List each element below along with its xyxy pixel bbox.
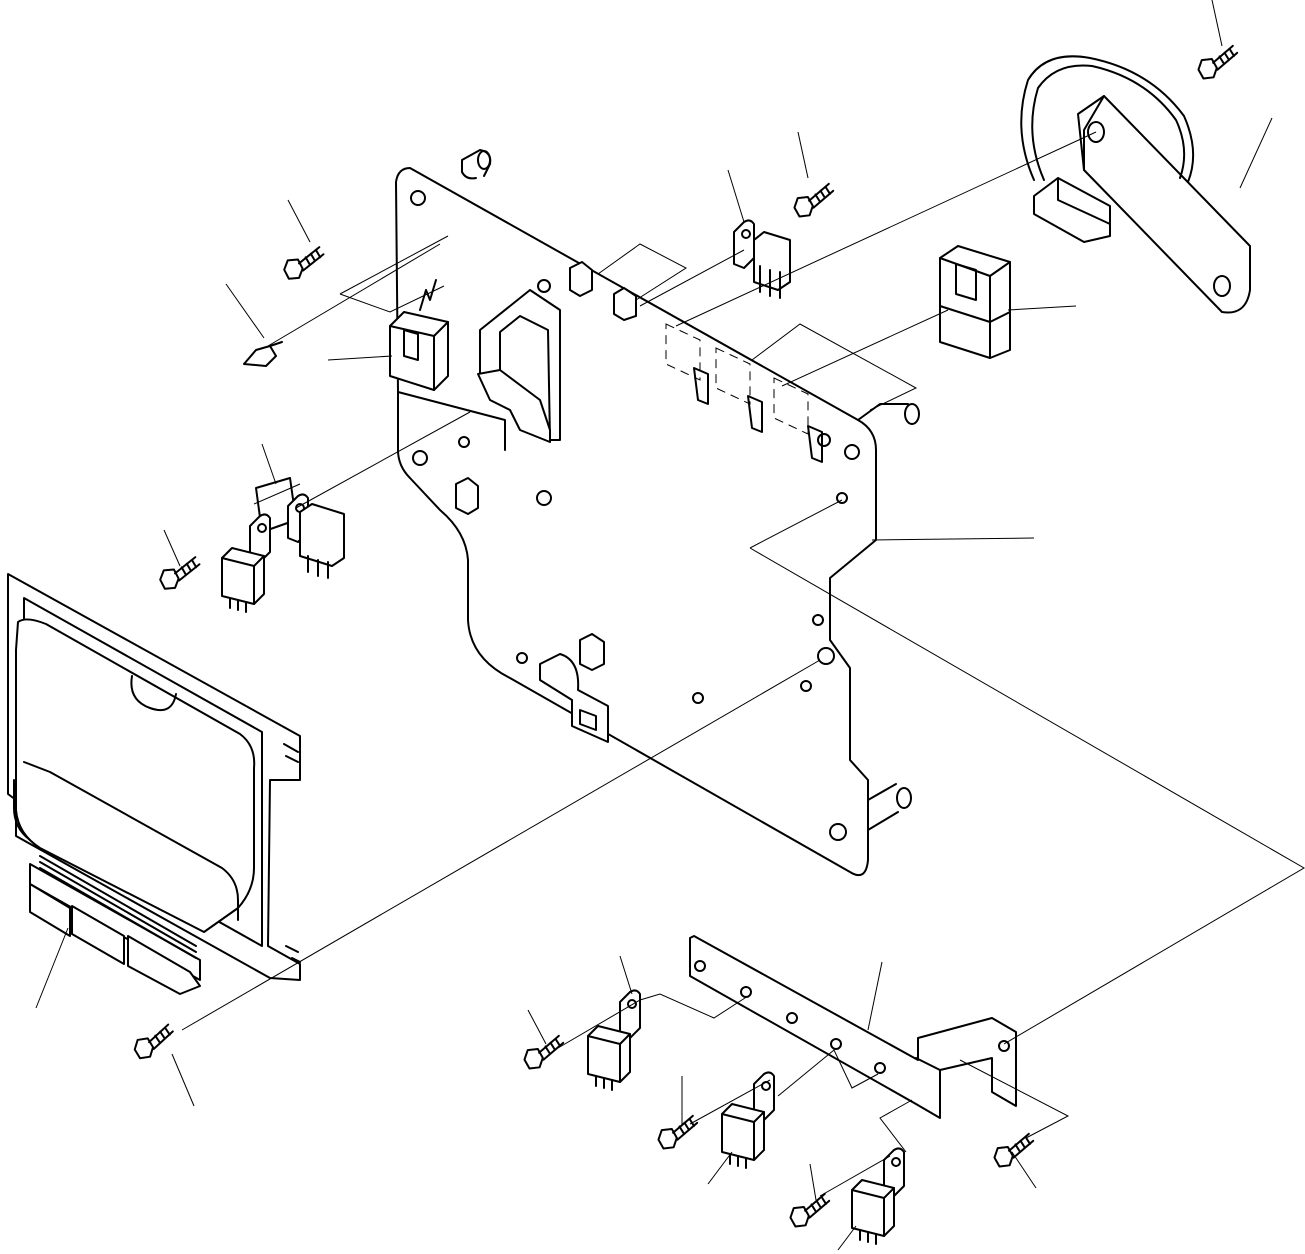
relay-upper-middle	[733, 219, 791, 299]
connector-right	[939, 245, 1011, 359]
screw-upper-left	[243, 341, 283, 367]
bolt-ecu	[129, 1022, 180, 1062]
leader-lines	[35, 0, 1305, 1251]
relay-bottom-1	[587, 989, 641, 1091]
relay-left-pair	[221, 477, 345, 613]
bolt-upper-left	[279, 245, 329, 283]
bolt-upper-middle	[789, 182, 840, 221]
relay-bottom-2	[721, 1071, 775, 1169]
connector-plate-upper	[389, 279, 449, 391]
bottom-mounting-bar	[689, 935, 1017, 1119]
main-mounting-plate	[395, 149, 920, 876]
bolt-left-relay	[155, 555, 205, 593]
bolt-bottom-3	[785, 1192, 836, 1231]
wiring-harness	[1020, 55, 1251, 314]
bolt-bottom-bar	[989, 1132, 1040, 1171]
bolt-bottom-2	[653, 1114, 704, 1153]
ecu-controller	[7, 573, 301, 995]
bolt-harness	[1193, 44, 1244, 83]
